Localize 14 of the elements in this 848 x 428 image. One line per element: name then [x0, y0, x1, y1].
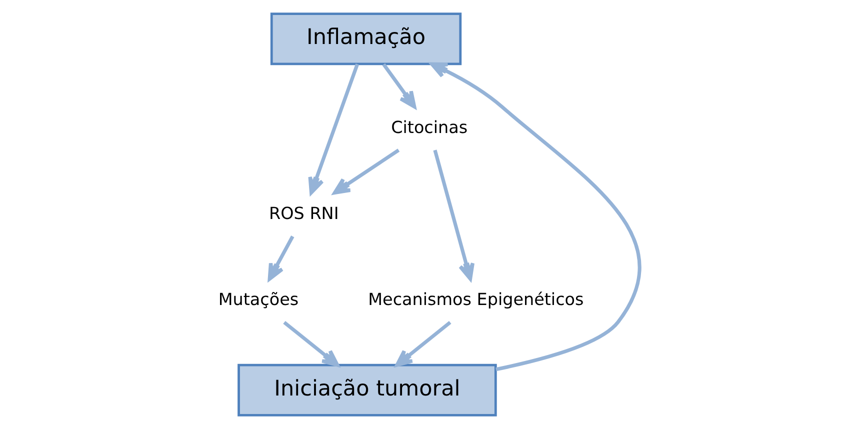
arrow	[432, 149, 474, 280]
node-text: Citocinas	[390, 116, 468, 136]
node-text: Mecanismos Epigenéticos	[368, 288, 584, 308]
arrow	[308, 63, 359, 194]
arrow	[430, 62, 641, 371]
arrow	[282, 320, 339, 366]
node-text: ROS RNI	[268, 202, 338, 222]
node-text: Mutações	[218, 288, 298, 308]
arrow	[382, 62, 416, 108]
node-box: Iniciação tumoral	[237, 363, 496, 416]
node-box: Inflamação	[270, 12, 462, 65]
arrow	[332, 148, 400, 194]
arrow	[394, 320, 451, 366]
arrow	[267, 235, 294, 280]
